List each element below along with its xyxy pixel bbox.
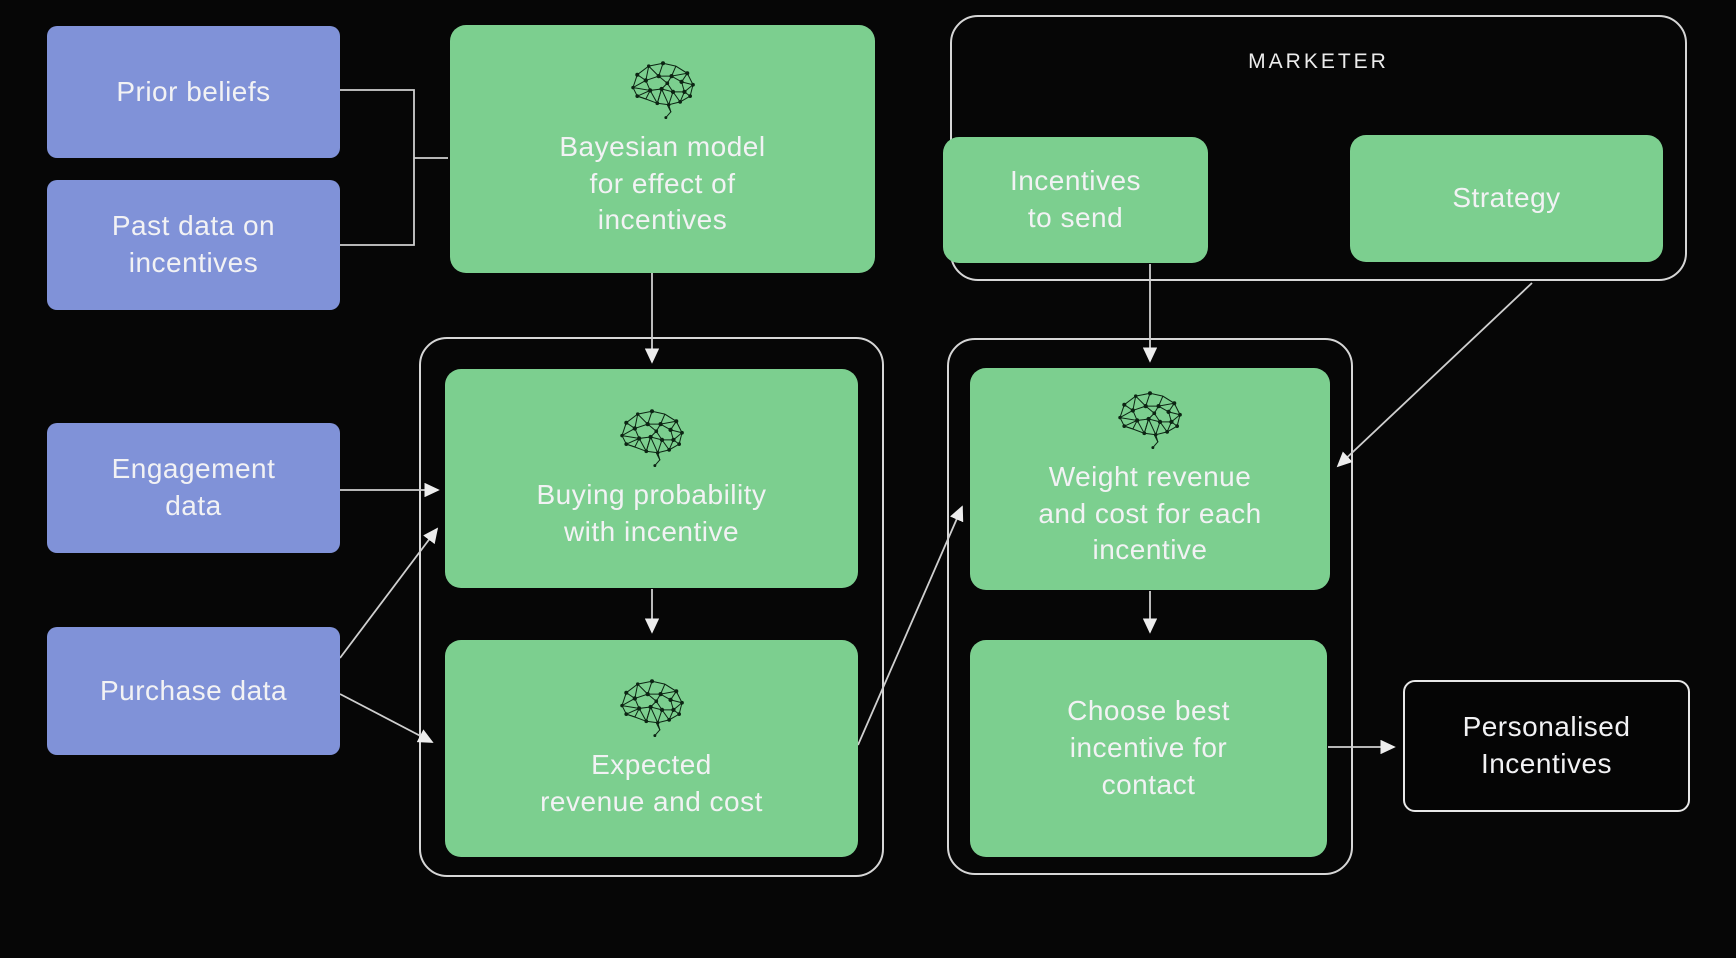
- node-label: Incentives to send: [1009, 165, 1142, 233]
- brain-network-icon: [616, 407, 688, 467]
- node-prior-beliefs: Prior beliefs: [47, 26, 340, 158]
- node-incentives-to-send: Incentives to send: [943, 137, 1208, 263]
- node-weight-revenue-and-cost: Weight revenue and cost for each incenti…: [970, 368, 1330, 590]
- node-buying-probability: Buying probability with incentive: [445, 369, 858, 588]
- node-label: Personalised Incentives: [1462, 711, 1631, 779]
- node-engagement-data: Engagement data: [47, 423, 340, 553]
- node-label: Purchase data: [99, 674, 288, 706]
- brain-network-icon: [1114, 389, 1186, 449]
- edge-priors-bracket: [340, 89, 415, 246]
- node-label: Expected revenue and cost: [540, 748, 763, 817]
- node-label: Prior beliefs: [116, 75, 271, 107]
- node-past-data-on-incentives: Past data on incentives: [47, 180, 340, 310]
- node-choose-best-incentive: Choose best incentive for contact: [970, 640, 1327, 857]
- node-label: Choose best incentive for contact: [1067, 695, 1230, 800]
- node-label: Past data on incentives: [111, 210, 276, 278]
- node-strategy: Strategy: [1350, 135, 1663, 262]
- node-label: Bayesian model for effect of incentives: [559, 130, 766, 236]
- node-bayesian-model: Bayesian model for effect of incentives: [450, 25, 875, 273]
- node-label: Strategy: [1452, 182, 1561, 214]
- marketer-group-label: MARKETER: [1248, 50, 1389, 73]
- brain-network-icon: [616, 677, 688, 737]
- node-label: Engagement data: [111, 453, 276, 521]
- brain-network-icon: [627, 59, 699, 119]
- node-label: Weight revenue and cost for each incenti…: [1038, 460, 1262, 566]
- node-purchase-data: Purchase data: [47, 627, 340, 755]
- node-personalised-incentives: Personalised Incentives: [1403, 680, 1690, 812]
- edge-strategy-to-weight: [1336, 282, 1533, 468]
- node-expected-revenue-and-cost: Expected revenue and cost: [445, 640, 858, 857]
- node-label: Buying probability with incentive: [536, 478, 767, 547]
